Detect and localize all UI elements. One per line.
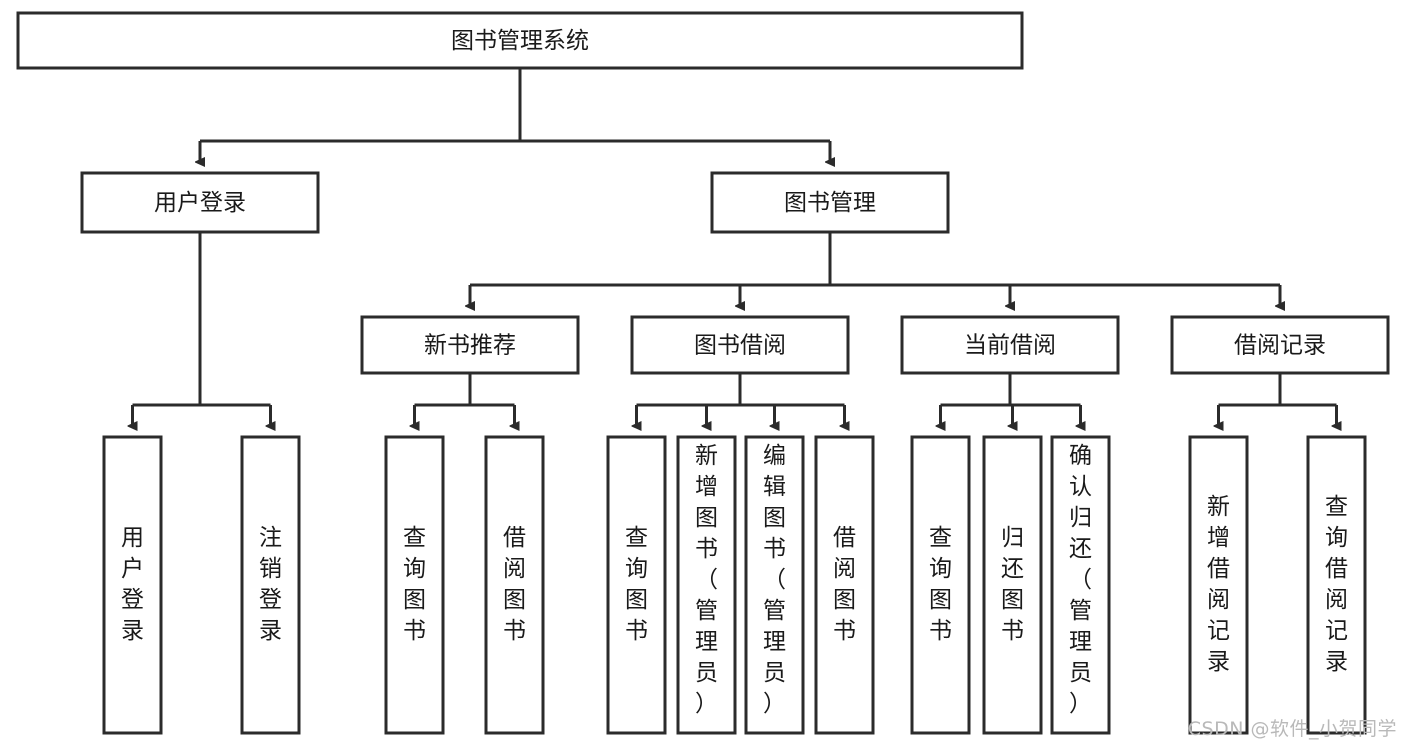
node-label: 图书管理 bbox=[784, 190, 876, 216]
node-label: 查询图书 bbox=[929, 525, 952, 644]
node-box bbox=[1306, 435, 1367, 735]
node-user-login[interactable]: 用户登录 bbox=[80, 171, 320, 234]
node-box bbox=[676, 435, 737, 735]
node-book-manage[interactable]: 图书管理 bbox=[710, 171, 950, 234]
node-label: 用户登录 bbox=[154, 190, 246, 216]
node-label: 新书推荐 bbox=[424, 333, 516, 359]
node-label: 确认归还（管理员） bbox=[1069, 443, 1092, 717]
node-box bbox=[240, 435, 301, 735]
node-leaf-return-book[interactable]: 归还图书 bbox=[982, 435, 1043, 735]
node-box bbox=[1050, 435, 1111, 735]
node-box bbox=[360, 315, 580, 375]
node-label: 编辑图书（管理员） bbox=[763, 443, 786, 717]
node-label: 注销登录 bbox=[259, 525, 282, 644]
node-box bbox=[16, 11, 1024, 70]
node-leaf-query-book-borrow[interactable]: 查询图书 bbox=[606, 435, 667, 735]
node-label: 图书管理系统 bbox=[451, 28, 589, 54]
node-box bbox=[910, 435, 971, 735]
node-box bbox=[102, 435, 163, 735]
node-leaf-confirm-return-admin[interactable]: 确认归还（管理员） bbox=[1050, 435, 1111, 735]
node-box bbox=[1188, 435, 1249, 735]
node-label: 借阅图书 bbox=[833, 525, 856, 644]
node-leaf-add-borrow-record[interactable]: 新增借阅记录 bbox=[1188, 435, 1249, 735]
node-box bbox=[630, 315, 850, 375]
node-borrow-record[interactable]: 借阅记录 bbox=[1170, 315, 1390, 375]
node-box bbox=[982, 435, 1043, 735]
node-label: 查询图书 bbox=[625, 525, 648, 644]
node-box bbox=[1170, 315, 1390, 375]
node-current-borrow[interactable]: 当前借阅 bbox=[900, 315, 1120, 375]
node-label: 新增图书（管理员） bbox=[695, 443, 718, 717]
node-leaf-user-login[interactable]: 用户登录 bbox=[102, 435, 163, 735]
node-box bbox=[484, 435, 545, 735]
node-leaf-borrow-book[interactable]: 借阅图书 bbox=[814, 435, 875, 735]
node-box bbox=[900, 315, 1120, 375]
node-label: 查询借阅记录 bbox=[1325, 494, 1348, 675]
node-leaf-borrow-book-rec[interactable]: 借阅图书 bbox=[484, 435, 545, 735]
node-leaf-add-book-admin[interactable]: 新增图书（管理员） bbox=[676, 435, 737, 735]
node-book-borrow[interactable]: 图书借阅 bbox=[630, 315, 850, 375]
node-new-book-recommend[interactable]: 新书推荐 bbox=[360, 315, 580, 375]
node-box bbox=[384, 435, 445, 735]
node-leaf-query-book-current[interactable]: 查询图书 bbox=[910, 435, 971, 735]
node-leaf-user-logout[interactable]: 注销登录 bbox=[240, 435, 301, 735]
node-label: 借阅图书 bbox=[503, 525, 526, 644]
node-root[interactable]: 图书管理系统 bbox=[16, 11, 1024, 70]
node-box bbox=[744, 435, 805, 735]
node-label: 借阅记录 bbox=[1234, 333, 1326, 359]
node-leaf-query-borrow-record[interactable]: 查询借阅记录 bbox=[1306, 435, 1367, 735]
node-box bbox=[814, 435, 875, 735]
node-layer: 图书管理系统用户登录图书管理新书推荐图书借阅当前借阅借阅记录用户登录注销登录查询… bbox=[16, 11, 1390, 735]
node-label: 查询图书 bbox=[403, 525, 426, 644]
node-box bbox=[710, 171, 950, 234]
node-leaf-edit-book-admin[interactable]: 编辑图书（管理员） bbox=[744, 435, 805, 735]
node-label: 用户登录 bbox=[121, 525, 144, 644]
node-label: 图书借阅 bbox=[694, 333, 786, 359]
node-label: 归还图书 bbox=[1001, 525, 1024, 644]
node-box bbox=[606, 435, 667, 735]
node-leaf-query-book-rec[interactable]: 查询图书 bbox=[384, 435, 445, 735]
node-label: 当前借阅 bbox=[964, 333, 1056, 359]
node-label: 新增借阅记录 bbox=[1207, 494, 1230, 675]
connector-layer bbox=[133, 68, 1337, 426]
node-box bbox=[80, 171, 320, 234]
